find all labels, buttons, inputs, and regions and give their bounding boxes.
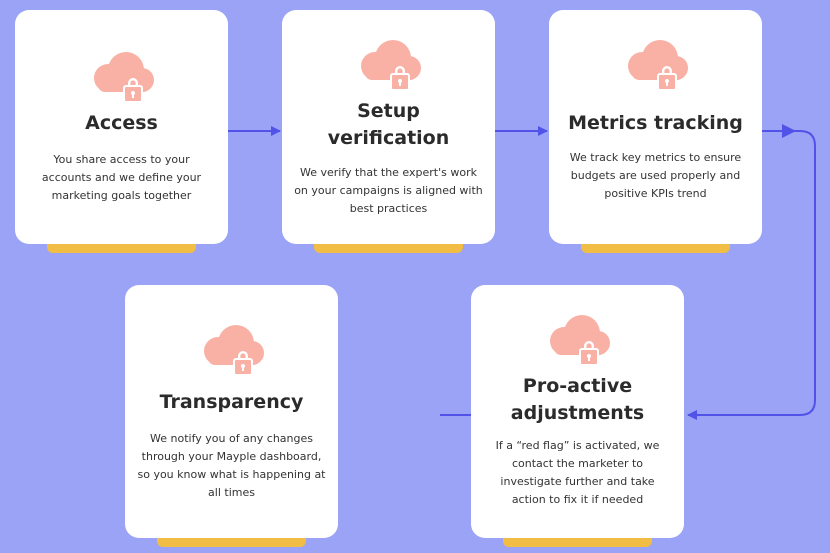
cloud-lock-icon bbox=[549, 315, 610, 366]
accent-tab bbox=[157, 538, 306, 547]
accent-tab bbox=[581, 244, 730, 253]
accent-tab bbox=[47, 244, 196, 253]
step-card-access: Access You share access to your accounts… bbox=[15, 10, 228, 253]
step-title: Transparency bbox=[159, 391, 304, 413]
step-card-metrics-tracking: Metrics tracking We track key metrics to… bbox=[549, 10, 762, 253]
cloud-lock-icon bbox=[203, 325, 264, 376]
accent-tab bbox=[503, 538, 652, 547]
step-card-transparency: Transparency We notify you of any change… bbox=[125, 285, 338, 547]
step-description: We verify that the expert's work on your… bbox=[294, 166, 483, 215]
arrowhead-metrics-marker bbox=[782, 124, 796, 138]
step-title: Pro-active adjustments bbox=[510, 375, 645, 424]
step-title: Metrics tracking bbox=[568, 112, 743, 134]
step-title: Access bbox=[85, 112, 158, 134]
cloud-lock-icon bbox=[360, 40, 421, 91]
step-title: Setup verification bbox=[327, 100, 450, 149]
step-description: If a “red flag” is activated, we contact… bbox=[495, 439, 660, 506]
step-card-setup-verification: Setup verification We verify that the ex… bbox=[282, 10, 495, 253]
cloud-lock-icon bbox=[93, 52, 154, 103]
step-description: We notify you of any changes through you… bbox=[137, 432, 326, 499]
cloud-lock-icon bbox=[627, 40, 688, 91]
accent-tab bbox=[314, 244, 463, 253]
arrow-metrics-to-proactive bbox=[687, 130, 816, 420]
step-card-proactive-adjustments: Pro-active adjustments If a “red flag” i… bbox=[471, 285, 684, 547]
step-description: We track key metrics to ensure budgets a… bbox=[569, 151, 742, 200]
step-description: You share access to your accounts and we… bbox=[41, 153, 202, 202]
